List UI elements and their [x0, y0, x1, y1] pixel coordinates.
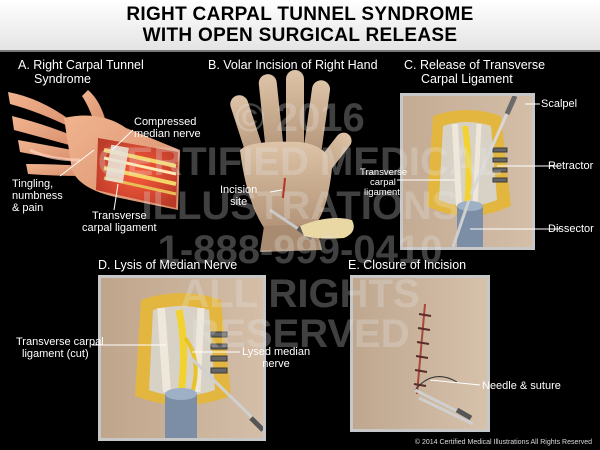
panel-b-title: B. Volar Incision of Right Hand [208, 58, 378, 72]
label-incision-site: Incision site [220, 184, 257, 208]
panel-e-surgical-view [353, 278, 487, 429]
label-lysed-median-nerve: Lysed median nerve [242, 346, 310, 370]
panel-e-title: E. Closure of Incision [348, 258, 467, 272]
label-transverse-a-line-1: Transverse [91, 210, 147, 222]
label-transverse-a-line-2: carpal ligament [82, 222, 157, 234]
label-compressed-median-nerve: Compressed median nerve [134, 116, 201, 140]
label-ligament-cut-line-2: ligament (cut) [22, 348, 89, 360]
label-ligament-c-line-1: Transverse [360, 167, 408, 178]
label-lysed-line-2: nerve [262, 358, 290, 370]
title-bar: RIGHT CARPAL TUNNEL SYNDROME WITH OPEN S… [0, 0, 600, 52]
label-needle-suture: Needle & suture [482, 380, 561, 392]
panel-d-title: D. Lysis of Median Nerve [98, 258, 238, 272]
panel-c-title: C. Release of Transverse Carpal Ligament [404, 58, 545, 86]
label-ligament-c-line-2: carpal [370, 177, 396, 188]
panel-c-frame [400, 93, 535, 250]
label-retractor: Retractor [548, 160, 594, 172]
panel-a-title-line-1: A. Right Carpal Tunnel [18, 58, 144, 72]
label-ligament-c-line-3: ligament [364, 187, 400, 198]
label-compressed-line-2: median nerve [134, 128, 201, 140]
label-incision-line-2: site [230, 196, 248, 208]
panel-d-surgical-view [101, 278, 263, 438]
label-lysed-line-1: Lysed median [242, 346, 311, 358]
panel-b-hand [230, 70, 354, 252]
label-transverse-carpal-ligament-cut: Transverse carpal ligament (cut) [16, 336, 104, 360]
label-compressed-line-1: Compressed [134, 116, 197, 128]
label-dissector: Dissector [548, 223, 594, 235]
label-transverse-carpal-ligament-c: Transverse carpal ligament [360, 168, 407, 198]
panel-c-title-line-2: Carpal Ligament [421, 72, 513, 86]
panel-c-surgical-view [403, 96, 532, 247]
label-ligament-cut-line-1: Transverse carpal [16, 336, 104, 348]
title-line-2: WITH OPEN SURGICAL RELEASE [142, 25, 458, 46]
panel-a-title: A. Right Carpal Tunnel Syndrome [18, 58, 144, 86]
panel-c-title-line-1: C. Release of Transverse [404, 58, 546, 72]
panel-e-frame [350, 275, 490, 432]
label-scalpel: Scalpel [541, 98, 578, 110]
title-line-1: RIGHT CARPAL TUNNEL SYNDROME [126, 4, 474, 25]
label-tingling: Tingling, numbness & pain [12, 178, 63, 214]
label-transverse-carpal-ligament-a: Transverse carpal ligament [82, 210, 157, 234]
label-incision-line-1: Incision [220, 184, 258, 196]
label-tingling-line-2: numbness [12, 190, 63, 202]
panel-d-frame [98, 275, 266, 441]
panel-a-title-line-2: Syndrome [34, 72, 91, 86]
label-tingling-line-1: Tingling, [12, 178, 54, 190]
label-tingling-line-3: & pain [12, 202, 44, 214]
copyright-notice: © 2014 Certified Medical Illustrations A… [414, 439, 592, 446]
